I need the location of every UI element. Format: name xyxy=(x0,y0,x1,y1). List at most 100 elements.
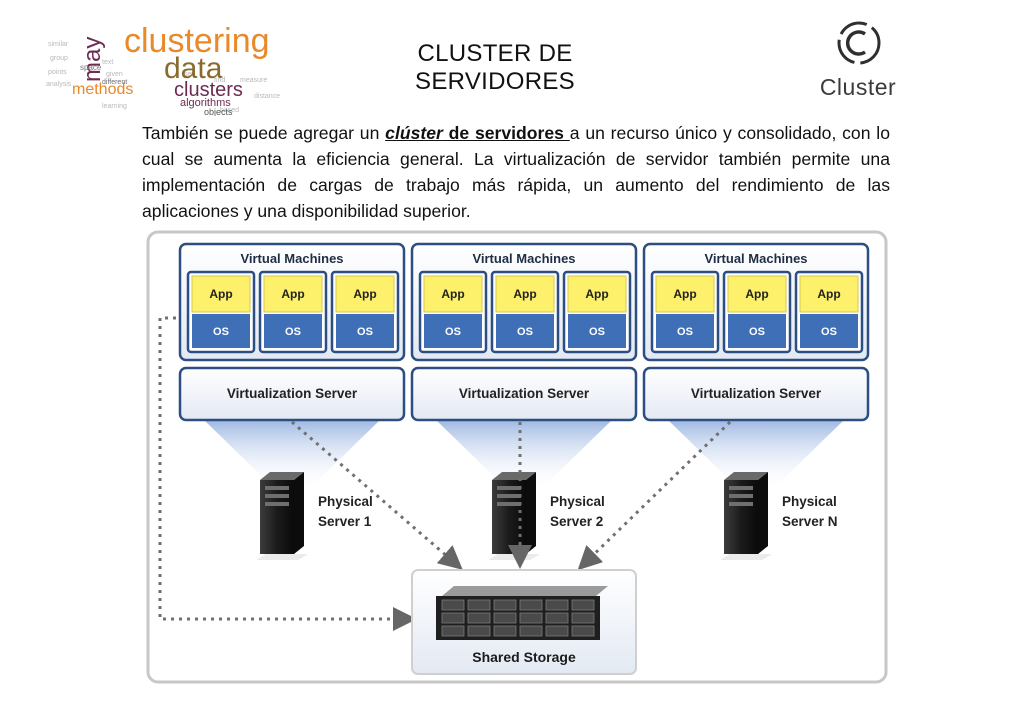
term-italic: clúster xyxy=(385,123,443,143)
wordcloud-word-space: space xyxy=(80,63,102,72)
virtualization-server-box xyxy=(642,366,870,422)
storage-drive-bay xyxy=(519,625,543,637)
os-label: OS xyxy=(589,326,605,338)
physical-server-label-line1: Physical xyxy=(782,494,837,509)
svg-text:given: given xyxy=(106,71,123,78)
app-label: App xyxy=(209,287,232,301)
app-block xyxy=(727,275,787,313)
virtualization-server-box xyxy=(178,366,406,422)
svg-text:similar: similar xyxy=(48,41,69,48)
storage-drive-bay xyxy=(571,625,595,637)
os-block xyxy=(264,314,322,348)
body-text-after: a un recurso único y consolidado, con lo… xyxy=(142,123,890,221)
os-block xyxy=(568,314,626,348)
physical-server-tower-icon xyxy=(720,472,772,560)
wordcloud-word-data: data xyxy=(164,52,223,85)
os-block xyxy=(336,314,394,348)
wordcloud-word-clusters: clusters xyxy=(174,79,243,101)
storage-drive-bay xyxy=(493,625,517,637)
storage-drive-bay xyxy=(519,599,543,611)
storage-drive-bay xyxy=(519,612,543,624)
body-text-before: También se puede agregar un xyxy=(142,123,386,143)
virtualization-server-box xyxy=(410,366,638,422)
app-block xyxy=(335,275,395,313)
os-label: OS xyxy=(749,326,765,338)
virtualization-server-label: Virtualization Server xyxy=(691,386,822,401)
os-label: OS xyxy=(445,326,461,338)
storage-array-icon xyxy=(436,586,608,640)
virtualization-server-label: Virtualization Server xyxy=(227,386,358,401)
storage-drive-bay xyxy=(545,612,569,624)
os-block xyxy=(656,314,714,348)
app-block xyxy=(567,275,627,313)
app-block xyxy=(423,275,483,313)
storage-drive-bay xyxy=(545,625,569,637)
app-label: App xyxy=(817,287,840,301)
svg-text:measure: measure xyxy=(240,77,267,84)
wordcloud-word-methods: methods xyxy=(72,81,133,98)
svg-text:learning: learning xyxy=(102,103,127,110)
svg-text:analysis: analysis xyxy=(46,81,72,88)
wordcloud-word-may: may xyxy=(79,37,106,82)
cluster-logo-text: Cluster xyxy=(819,74,897,100)
storage-drive-bay xyxy=(441,612,465,624)
vm-group-label: Virtual Machines xyxy=(472,251,575,266)
svg-text:based: based xyxy=(220,107,239,114)
storage-drive-bay xyxy=(441,599,465,611)
os-label: OS xyxy=(213,326,229,338)
dashed-arrows xyxy=(158,316,732,631)
storage-drive-bay xyxy=(467,612,491,624)
vm-group-label: Virtual Machines xyxy=(704,251,807,266)
storage-label: Shared Storage xyxy=(472,649,576,665)
os-block xyxy=(728,314,786,348)
arrow-serverN-to-storage xyxy=(577,420,732,571)
term-rest: de servidores xyxy=(442,123,570,143)
server-column-1: Virtual MachinesAppOSAppOSAppOSVirtualiz… xyxy=(178,242,406,560)
storage-drive-bay xyxy=(571,612,595,624)
app-block xyxy=(263,275,323,313)
body-paragraph: También se puede agregar un clúster de s… xyxy=(142,120,890,224)
vm-group-label: Virtual Machines xyxy=(240,251,343,266)
shared-storage: Shared Storage xyxy=(411,569,637,675)
app-label: App xyxy=(353,287,376,301)
physical-server-label-line2: Server 1 xyxy=(318,514,372,529)
physical-server-label-line2: Server 2 xyxy=(550,514,603,529)
os-block xyxy=(800,314,858,348)
wordcloud-word-objects: objects xyxy=(204,107,233,116)
wordcloud-word-algorithms: algorithms xyxy=(180,97,231,109)
app-block xyxy=(655,275,715,313)
server-column-2: Virtual MachinesAppOSAppOSAppOSVirtualiz… xyxy=(410,242,638,560)
storage-drive-bay xyxy=(545,599,569,611)
os-block xyxy=(192,314,250,348)
app-block xyxy=(799,275,859,313)
virtualization-server-label: Virtualization Server xyxy=(459,386,590,401)
app-label: App xyxy=(513,287,536,301)
virtualization-beam xyxy=(204,420,380,492)
storage-drive-bay xyxy=(441,625,465,637)
physical-server-tower-icon xyxy=(488,472,540,560)
app-label: App xyxy=(745,287,768,301)
physical-server-label-line1: Physical xyxy=(550,494,605,509)
physical-server-label-line1: Physical xyxy=(318,494,373,509)
physical-server-label-line2: Server N xyxy=(782,514,838,529)
svg-text:distance: distance xyxy=(254,93,280,100)
svg-text:text: text xyxy=(102,59,113,66)
app-label: App xyxy=(673,287,696,301)
os-block xyxy=(496,314,554,348)
server-column-3: Virtual MachinesAppOSAppOSAppOSVirtualiz… xyxy=(642,242,870,560)
virtualization-beam xyxy=(436,420,612,492)
wordcloud-word-clustering: clustering xyxy=(124,22,270,60)
svg-text:set: set xyxy=(184,71,193,78)
cluster-logo-mark xyxy=(837,21,881,65)
storage-drive-bay xyxy=(467,625,491,637)
os-block xyxy=(424,314,482,348)
